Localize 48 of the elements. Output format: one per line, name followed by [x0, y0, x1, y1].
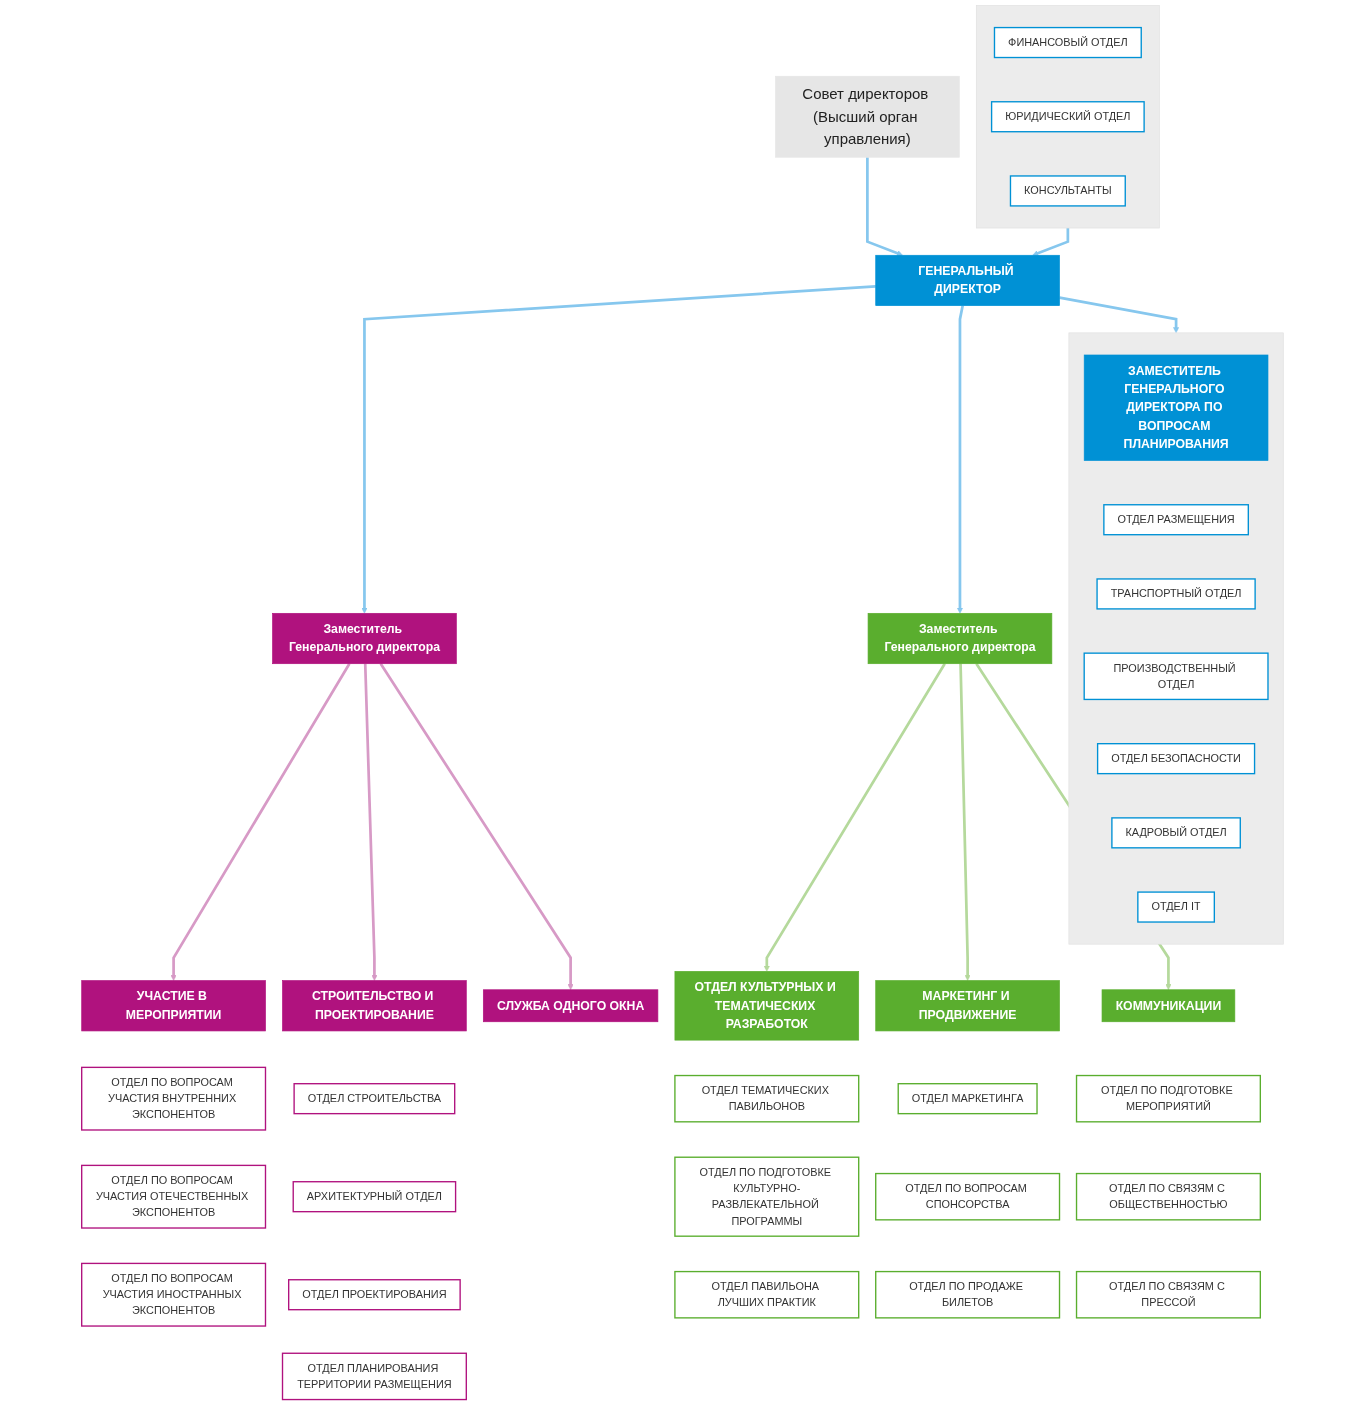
node-box: СЛУЖБА ОДНОГО ОКНА	[483, 989, 659, 1023]
arrow	[363, 663, 378, 981]
node-box: ОТДЕЛ ПРОЕКТИРОВАНИЯ	[288, 1279, 461, 1311]
node-box: ОТДЕЛ СТРОИТЕЛЬСТВА	[293, 1083, 456, 1115]
arrow	[1059, 296, 1180, 334]
node-box: ЗАМЕСТИТЕЛЬ ГЕНЕРАЛЬНОГО ДИРЕКТОРА ПО ВОПРОСАМ ПЛАНИРОВАНИЯ	[1083, 354, 1269, 461]
node-box: ОТДЕЛ IT	[1137, 891, 1215, 923]
node-box: ГЕНЕРАЛЬНЫЙ ДИРЕКТОР	[875, 254, 1060, 306]
node-box: ОТДЕЛ ПО ВОПРОСАМ УЧАСТИЯ ИНОСТРАННЫХ ЭКСПОНЕНТОВ	[81, 1262, 267, 1327]
node-box: ФИНАНСОВЫЙ ОТДЕЛ	[993, 26, 1142, 59]
node-box: СТРОИТЕЛЬСТВО И ПРОЕКТИРОВАНИЕ	[282, 980, 467, 1032]
arrow	[959, 663, 971, 981]
node-box: КОММУНИКАЦИИ	[1101, 989, 1236, 1023]
node-box: ОТДЕЛ ПО СВЯЗЯМ С ОБЩЕСТВЕННОСТЬЮ	[1075, 1172, 1261, 1221]
cluster	[1068, 332, 1284, 945]
node-box: ОТДЕЛ ТЕМАТИЧЕСКИХ ПАВИЛЬОНОВ	[674, 1074, 860, 1123]
node-box: Заместитель Генерального директора	[867, 613, 1053, 665]
arrow	[361, 285, 876, 614]
node-box: Совет директоров (Высший орган управления)	[775, 75, 960, 158]
node-box: ОТДЕЛ ПО ПРОДАЖЕ БИЛЕТОВ	[875, 1270, 1061, 1319]
node-box: ОТДЕЛ ПЛАНИРОВАНИЯ ТЕРРИТОРИИ РАЗМЕЩЕНИЯ	[281, 1352, 467, 1401]
node-box: ОТДЕЛ БЕЗОПАСНОСТИ	[1096, 743, 1256, 775]
arrow	[1032, 228, 1070, 257]
node-box: ОТДЕЛ МАРКЕТИНГА	[897, 1083, 1038, 1115]
arrow	[866, 157, 903, 257]
node-box: УЧАСТИЕ В МЕРОПРИЯТИИ	[81, 980, 266, 1032]
node-box: ПРОИЗВОДСТВЕННЫЙ ОТДЕЛ	[1083, 652, 1269, 701]
node-box: ОТДЕЛ ПО ПОДГОТОВКЕ МЕРОПРИЯТИЙ	[1075, 1074, 1261, 1123]
cluster	[975, 5, 1160, 229]
arrow	[763, 663, 946, 972]
node-box: ТРАНСПОРТНЫЙ ОТДЕЛ	[1096, 578, 1256, 610]
node-box: ЮРИДИЧЕСКИЙ ОТДЕЛ	[990, 101, 1145, 133]
node-box: ОТДЕЛ КУЛЬТУРНЫХ И ТЕМАТИЧЕСКИХ РАЗРАБОТОК	[674, 971, 860, 1041]
node-box: МАРКЕТИНГ И ПРОДВИЖЕНИЕ	[875, 980, 1060, 1032]
node-box: ОТДЕЛ ПАВИЛЬОНА ЛУЧШИХ ПРАКТИК	[674, 1270, 860, 1319]
node-box: АРХИТЕКТУРНЫЙ ОТДЕЛ	[292, 1181, 457, 1213]
arrow	[170, 663, 351, 981]
node-box: ОТДЕЛ ПО СВЯЗЯМ С ПРЕССОЙ	[1075, 1270, 1261, 1319]
node-box: ОТДЕЛ ПО ВОПРОСАМ УЧАСТИЯ ОТЕЧЕСТВЕННЫХ ЭКСПОНЕНТОВ	[81, 1164, 267, 1229]
node-box: ОТДЕЛ ПО ВОПРОСАМ УЧАСТИЯ ВНУТРЕННИХ ЭКСПОНЕНТОВ	[81, 1066, 267, 1131]
node-box: Заместитель Генерального директора	[272, 613, 457, 665]
arrow	[379, 662, 574, 991]
node-box: КОНСУЛЬТАНТЫ	[1009, 175, 1126, 207]
node-box: ОТДЕЛ РАЗМЕЩЕНИЯ	[1103, 504, 1249, 536]
node-box: ОТДЕЛ ПО ПОДГОТОВКЕ КУЛЬТУРНО-РАЗВЛЕКАТЕЛЬНОЙ ПРОГРАММЫ	[674, 1156, 860, 1237]
arrow	[956, 305, 964, 614]
node-box: ОТДЕЛ ПО ВОПРОСАМ СПОНСОРСТВА	[875, 1172, 1061, 1221]
node-box: КАДРОВЫЙ ОТДЕЛ	[1111, 817, 1241, 849]
